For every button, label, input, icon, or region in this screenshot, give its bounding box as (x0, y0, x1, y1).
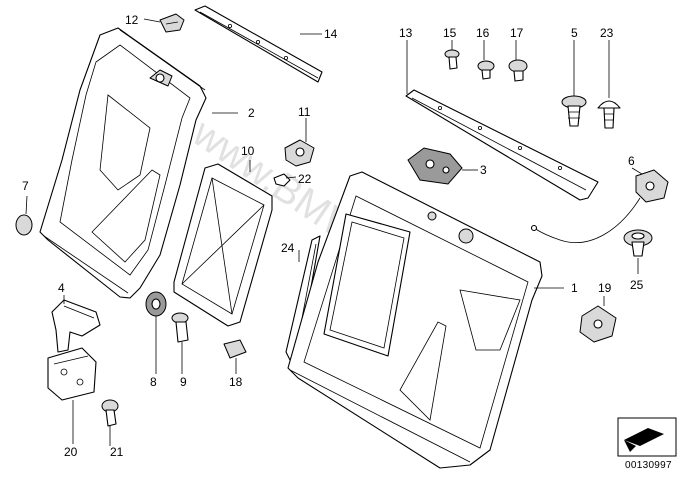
part-12-clip (159, 13, 185, 33)
callout-24: 24 (281, 241, 295, 255)
callout-6: 6 (628, 154, 635, 168)
callout-8: 8 (150, 375, 157, 389)
part-20-hinge (47, 347, 97, 401)
callout-10: 10 (241, 144, 255, 158)
part-4-bracket (51, 299, 101, 353)
part-21-screw (101, 399, 119, 427)
callout-1: 1 (571, 281, 578, 295)
callout-20: 20 (64, 445, 78, 459)
document-number: 00130997 (625, 460, 672, 471)
callout-3: 3 (480, 163, 487, 177)
part-1-right-backrest-frame (287, 171, 543, 469)
callout-11: 11 (298, 105, 311, 119)
part-22-clip (273, 173, 291, 187)
callout-12: 12 (125, 13, 139, 27)
part-11-latch (284, 139, 315, 167)
part-17-screw (508, 59, 528, 82)
callout-9: 9 (180, 375, 187, 389)
callout-2: 2 (248, 106, 255, 120)
part-18-clip (223, 339, 247, 359)
callout-19: 19 (598, 281, 612, 295)
callout-21: 21 (110, 445, 124, 459)
callout-23: 23 (600, 26, 614, 40)
part-14-upper-rail (194, 5, 323, 83)
orientation-arrow-icon (617, 417, 677, 457)
part-23-plug (597, 100, 621, 129)
callout-17: 17 (510, 26, 524, 40)
leader-lines (25, 18, 643, 446)
callout-labels: 12 14 2 11 10 22 7 4 20 21 8 9 18 24 3 1… (22, 13, 644, 459)
part-13-upper-rail (405, 89, 599, 201)
callout-13: 13 (399, 26, 413, 40)
part-15-screw (444, 49, 460, 70)
callout-25: 25 (630, 278, 644, 292)
callout-5: 5 (571, 26, 578, 40)
part-16-screw (477, 60, 495, 80)
callout-14: 14 (324, 27, 338, 41)
part-5-rivet (561, 95, 587, 127)
callout-18: 18 (229, 375, 243, 389)
part-2-left-backrest-frame (39, 27, 207, 299)
part-7-plug (15, 214, 33, 236)
part-8-bushing (145, 291, 167, 317)
part-19-bracket (579, 305, 617, 343)
part-9-bolt (171, 312, 189, 343)
part-3-latch-assembly (407, 147, 463, 185)
callout-4: 4 (58, 281, 65, 295)
callout-16: 16 (476, 26, 490, 40)
callout-7: 7 (22, 179, 29, 193)
part-25-grommet (623, 229, 653, 257)
part-10-hatch-frame (173, 163, 273, 327)
part-6-lock-with-cable (530, 169, 669, 243)
callout-22: 22 (298, 172, 312, 186)
callout-15: 15 (443, 26, 457, 40)
